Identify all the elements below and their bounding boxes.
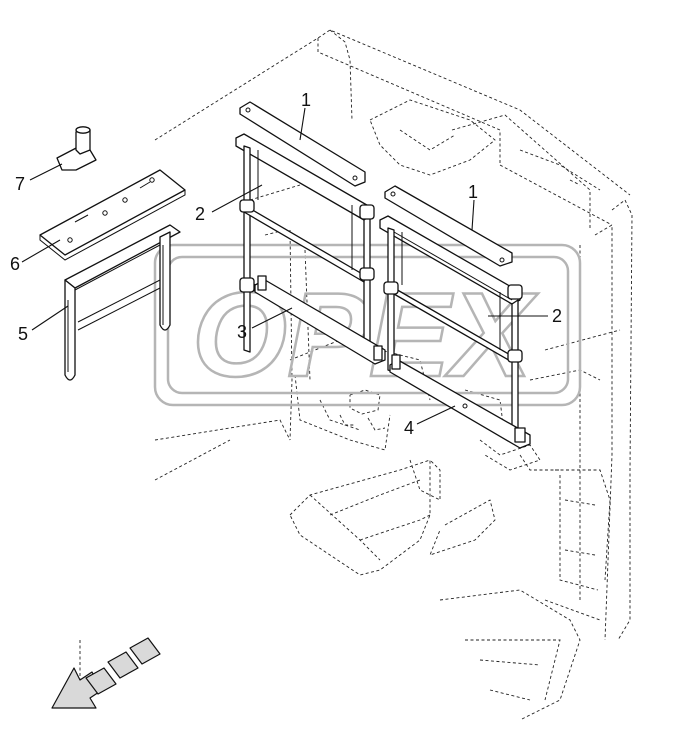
callout-1b: 1 <box>468 182 478 202</box>
part-4-bar <box>389 354 531 449</box>
callout-6: 6 <box>10 254 20 274</box>
callouts: 1 1 2 2 3 4 5 6 7 <box>10 90 562 438</box>
callout-4: 4 <box>404 418 414 438</box>
leader-lines <box>21 107 548 425</box>
callout-2a: 2 <box>195 204 205 224</box>
part-3-bar <box>254 275 386 365</box>
callout-2b: 2 <box>552 306 562 326</box>
callout-7: 7 <box>15 174 25 194</box>
part-6-plate <box>39 169 186 261</box>
part-5-frame <box>64 224 181 381</box>
part-1-bracket-left <box>239 101 366 187</box>
part-7-knob <box>56 126 97 171</box>
part-2-frame-right <box>379 215 523 433</box>
view-direction-arrow-icon <box>51 637 161 709</box>
part-1-bracket-right <box>384 185 513 267</box>
callout-5: 5 <box>18 324 28 344</box>
callout-1a: 1 <box>301 90 311 110</box>
callout-3: 3 <box>237 322 247 342</box>
